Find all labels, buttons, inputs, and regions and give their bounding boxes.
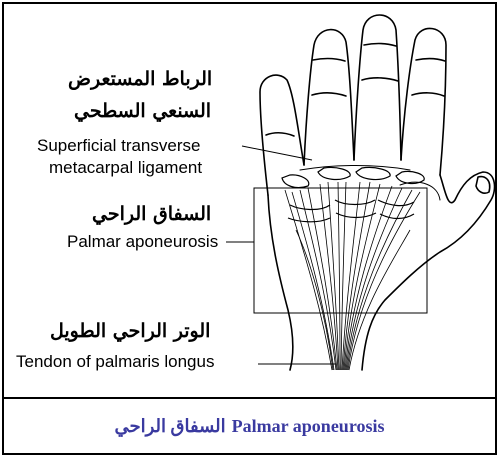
aponeurosis-label-arabic: السفاق الراحي: [92, 203, 211, 225]
transverse-band-3: [356, 167, 390, 179]
tendon-label-english: Tendon of palmaris longus: [16, 352, 214, 372]
aponeurosis-label-english: Palmar aponeurosis: [67, 232, 218, 252]
caption-arabic: السفاق الراحي: [114, 416, 225, 437]
transverse-band-1: [282, 175, 309, 188]
index-finger-outline: [401, 28, 446, 175]
caption-english: Palmar aponeurosis: [232, 416, 385, 437]
middle-finger-outline: [354, 15, 401, 160]
ligament-label-arabic-line1: الرباط المستعرض: [68, 68, 212, 90]
ligament-label-english-line2: metacarpal ligament: [49, 158, 202, 178]
tendon-label-arabic: الوتر الراحي الطويل: [50, 320, 210, 342]
ring-finger-outline: [304, 30, 354, 165]
figure-caption: السفاق الراحي Palmar aponeurosis: [4, 399, 495, 453]
transverse-band-4: [396, 171, 424, 183]
transverse-band-2: [318, 167, 350, 179]
hand-left-edge: [268, 195, 293, 370]
ligament-label-english-line1: Superficial transverse: [37, 136, 200, 156]
ligament-label-arabic-line2: السنعي السطحي: [74, 100, 211, 122]
aponeurosis-callout-box: [254, 188, 427, 313]
